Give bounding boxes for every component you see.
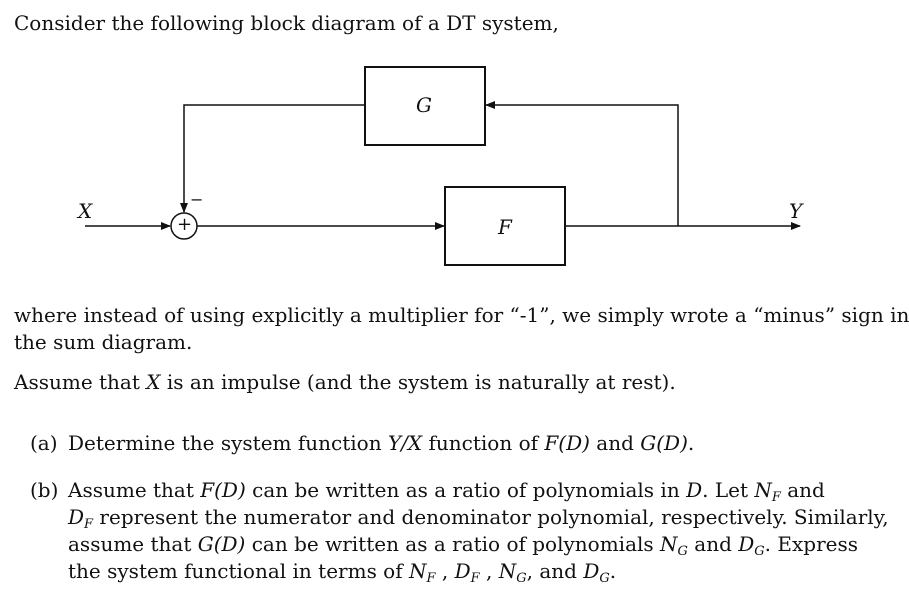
nf-symbol: N	[754, 478, 772, 502]
input-x-label: X	[78, 199, 93, 223]
part-b-l1-c: . Let	[702, 478, 755, 502]
g-to-adder-line	[180, 104, 364, 213]
part-b-l1-d2: and	[780, 478, 825, 502]
para2-b: is an impulse (and the system is natural…	[160, 370, 676, 394]
para1-line2: the sum diagram.	[14, 330, 193, 354]
part-a-t2: function of	[422, 431, 545, 455]
part-b-l3-b: can be written as a ratio of polynomials	[245, 532, 661, 556]
part-b-l1-b: can be written as a ratio of polynomials…	[245, 478, 687, 502]
df-subscript-2: F	[470, 571, 480, 586]
part-b-l2-a: represent the numerator and denominator …	[93, 505, 889, 529]
adder-plus-sign: +	[177, 214, 193, 235]
nf-subscript-2: F	[426, 571, 436, 586]
nf-subscript: F	[771, 490, 781, 505]
para2-a: Assume that	[14, 370, 147, 394]
ng-subscript-2: G	[516, 571, 527, 586]
df-symbol-2: D	[454, 559, 471, 583]
feedback-to-g-line	[485, 101, 679, 226]
block-diagram	[85, 66, 801, 266]
part-b-l1-fd: F(D)	[200, 478, 246, 502]
block-f-label: F	[498, 215, 512, 239]
dg-subscript: G	[754, 544, 765, 559]
part-a-text: Determine the system function Y/X functi…	[68, 430, 694, 457]
dg-symbol: D	[738, 532, 755, 556]
para2-x: X	[146, 370, 161, 394]
part-b-label: (b)	[30, 478, 59, 502]
minus-sign: −	[190, 190, 204, 209]
df-symbol: D	[68, 505, 85, 529]
part-b-l3-c: and	[687, 532, 739, 556]
df-subscript: F	[84, 517, 94, 532]
ng-symbol-2: N	[498, 559, 517, 583]
part-b-line4: the system functional in terms of NF , D…	[68, 558, 616, 585]
part-b-l3-a: assume that	[68, 532, 198, 556]
output-y-label: Y	[789, 199, 803, 223]
nf-symbol-2: N	[409, 559, 427, 583]
dg-subscript-2: G	[599, 571, 610, 586]
part-b-l4-a: the system functional in terms of	[68, 559, 409, 583]
part-b-l1-a: Assume that	[68, 478, 201, 502]
part-a-t4: .	[687, 431, 695, 455]
part-b-line2: DF represent the numerator and denominat…	[68, 504, 889, 531]
part-b-l3-d: . Express	[764, 532, 858, 556]
part-b-l1-d: D	[686, 478, 703, 502]
part-a-fd: F(D)	[544, 431, 590, 455]
part-b-l3-gd: G(D)	[197, 532, 246, 556]
part-a-t3: and	[589, 431, 641, 455]
part-a-yx: Y/X	[387, 431, 423, 455]
ng-subscript: G	[677, 544, 688, 559]
intro-text: Consider the following block diagram of …	[14, 11, 559, 35]
para1-line1: where instead of using explicitly a mult…	[14, 303, 909, 327]
part-b-l4-end: .	[609, 559, 617, 583]
sep-1: ,	[435, 559, 455, 583]
para2: Assume that X is an impulse (and the sys…	[14, 369, 676, 396]
sep-2: ,	[479, 559, 499, 583]
ng-symbol: N	[660, 532, 678, 556]
part-a-t1: Determine the system function	[68, 431, 388, 455]
part-a-label: (a)	[30, 431, 58, 455]
part-a-gd: G(D)	[640, 431, 688, 455]
part-b-line1: Assume that F(D) can be written as a rat…	[68, 477, 825, 504]
part-b-line3: assume that G(D) can be written as a rat…	[68, 531, 858, 558]
block-g-label: G	[416, 93, 432, 117]
dg-symbol-2: D	[583, 559, 600, 583]
sep-3: , and	[526, 559, 584, 583]
